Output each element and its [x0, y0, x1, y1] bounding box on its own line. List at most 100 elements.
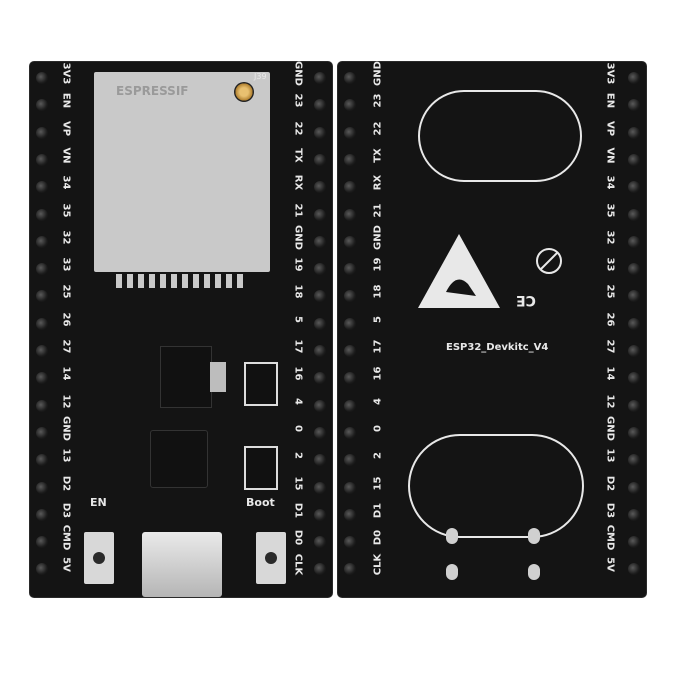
pin-label: 23	[292, 93, 304, 108]
header-pin	[628, 235, 640, 248]
pin-label: VP	[60, 120, 72, 136]
module-pad	[215, 274, 221, 288]
pin-label: 2	[372, 452, 384, 460]
pin-label: 22	[292, 121, 304, 136]
pin-label: GND	[292, 224, 304, 250]
pin-label: CMD	[60, 524, 72, 551]
header-pin	[344, 563, 356, 576]
header-pin	[628, 372, 640, 385]
transistor-2	[244, 446, 278, 490]
antenna-label: J39	[254, 72, 267, 81]
module-pad	[171, 274, 177, 288]
header-pin	[314, 72, 326, 84]
pin-label: 12	[604, 394, 616, 409]
pin-label: GND	[292, 61, 304, 86]
pin-label: GND	[372, 224, 384, 250]
header-pin	[36, 317, 48, 330]
pin-label: D2	[60, 475, 72, 491]
pin-label: 32	[60, 230, 72, 245]
pin-label: VP	[604, 120, 616, 136]
pin-label: 21	[292, 203, 304, 217]
pin-label: 33	[604, 257, 616, 272]
pin-label: 4	[292, 397, 304, 405]
pin-label: 0	[292, 424, 304, 432]
pin-label: GND	[604, 415, 616, 441]
header-pin	[344, 317, 356, 330]
header-pin	[314, 208, 326, 221]
header-pin	[344, 126, 356, 139]
pin-label: 27	[60, 339, 72, 354]
module-brand-text: ESPRESSIF	[116, 84, 189, 98]
header-pin	[344, 235, 356, 248]
header-pin	[344, 426, 356, 439]
pin-label: 16	[372, 366, 384, 381]
pin-label: VN	[604, 147, 616, 164]
pin-label: 32	[604, 230, 616, 245]
board-name: ESP32_Devkitc_V4	[446, 342, 549, 353]
header-pin	[36, 72, 48, 84]
pin-label: RX	[372, 174, 384, 191]
pin-label: 21	[372, 203, 384, 217]
header-pin	[314, 181, 326, 194]
module-pad	[149, 274, 155, 288]
header-pin	[36, 181, 48, 194]
pin-label: 19	[292, 257, 304, 272]
header-pin	[314, 290, 326, 303]
back-right-pin-header	[628, 70, 642, 590]
header-pin	[628, 536, 640, 549]
usb-uart-chip	[150, 430, 208, 488]
pin-label: 27	[604, 339, 616, 354]
header-pin	[314, 536, 326, 549]
en-button[interactable]	[84, 532, 114, 584]
header-pin	[628, 181, 640, 194]
pin-label: 25	[604, 284, 616, 299]
pin-label: CMD	[604, 524, 616, 551]
header-pin	[628, 481, 640, 494]
boot-button[interactable]	[256, 532, 286, 584]
header-pin	[314, 399, 326, 412]
header-pin	[36, 426, 48, 439]
header-pin	[344, 99, 356, 112]
header-pin	[314, 426, 326, 439]
pin-label: 34	[604, 175, 616, 190]
module-pad	[193, 274, 199, 288]
header-pin	[36, 99, 48, 112]
pin-label: 5	[292, 315, 304, 323]
pin-label: 35	[60, 203, 72, 217]
pin-label: VN	[60, 147, 72, 164]
pin-label: 16	[292, 366, 304, 381]
header-pin	[344, 208, 356, 221]
header-pin	[344, 181, 356, 194]
pin-label: 3V3	[604, 62, 616, 85]
module-pads	[116, 274, 246, 288]
header-pin	[628, 126, 640, 139]
module-pad	[127, 274, 133, 288]
header-pin	[36, 345, 48, 357]
header-pin	[314, 345, 326, 357]
header-pin	[628, 290, 640, 303]
pin-label: TX	[292, 148, 304, 163]
header-pin	[36, 126, 48, 139]
micro-usb-port[interactable]	[142, 532, 222, 597]
header-pin	[36, 235, 48, 248]
pin-label: 5V	[604, 557, 616, 573]
pin-label: 33	[60, 257, 72, 272]
header-pin	[344, 508, 356, 521]
pin-label: GND	[60, 415, 72, 441]
header-pin	[628, 508, 640, 521]
header-pin	[36, 372, 48, 385]
pin-label: 17	[292, 339, 304, 354]
header-pin	[344, 263, 356, 276]
pin-label: 19	[372, 257, 384, 272]
header-pin	[628, 454, 640, 467]
header-pin	[628, 263, 640, 276]
pin-label: 25	[60, 284, 72, 299]
no-pb-icon	[536, 248, 562, 274]
pin-label: D0	[292, 529, 304, 546]
pin-label: EN	[60, 93, 72, 109]
header-pin	[344, 399, 356, 412]
front-left-pin-header	[36, 70, 50, 590]
pin-label: 18	[372, 284, 384, 299]
pin-label: TX	[372, 148, 384, 163]
pin-label: D0	[372, 529, 384, 546]
